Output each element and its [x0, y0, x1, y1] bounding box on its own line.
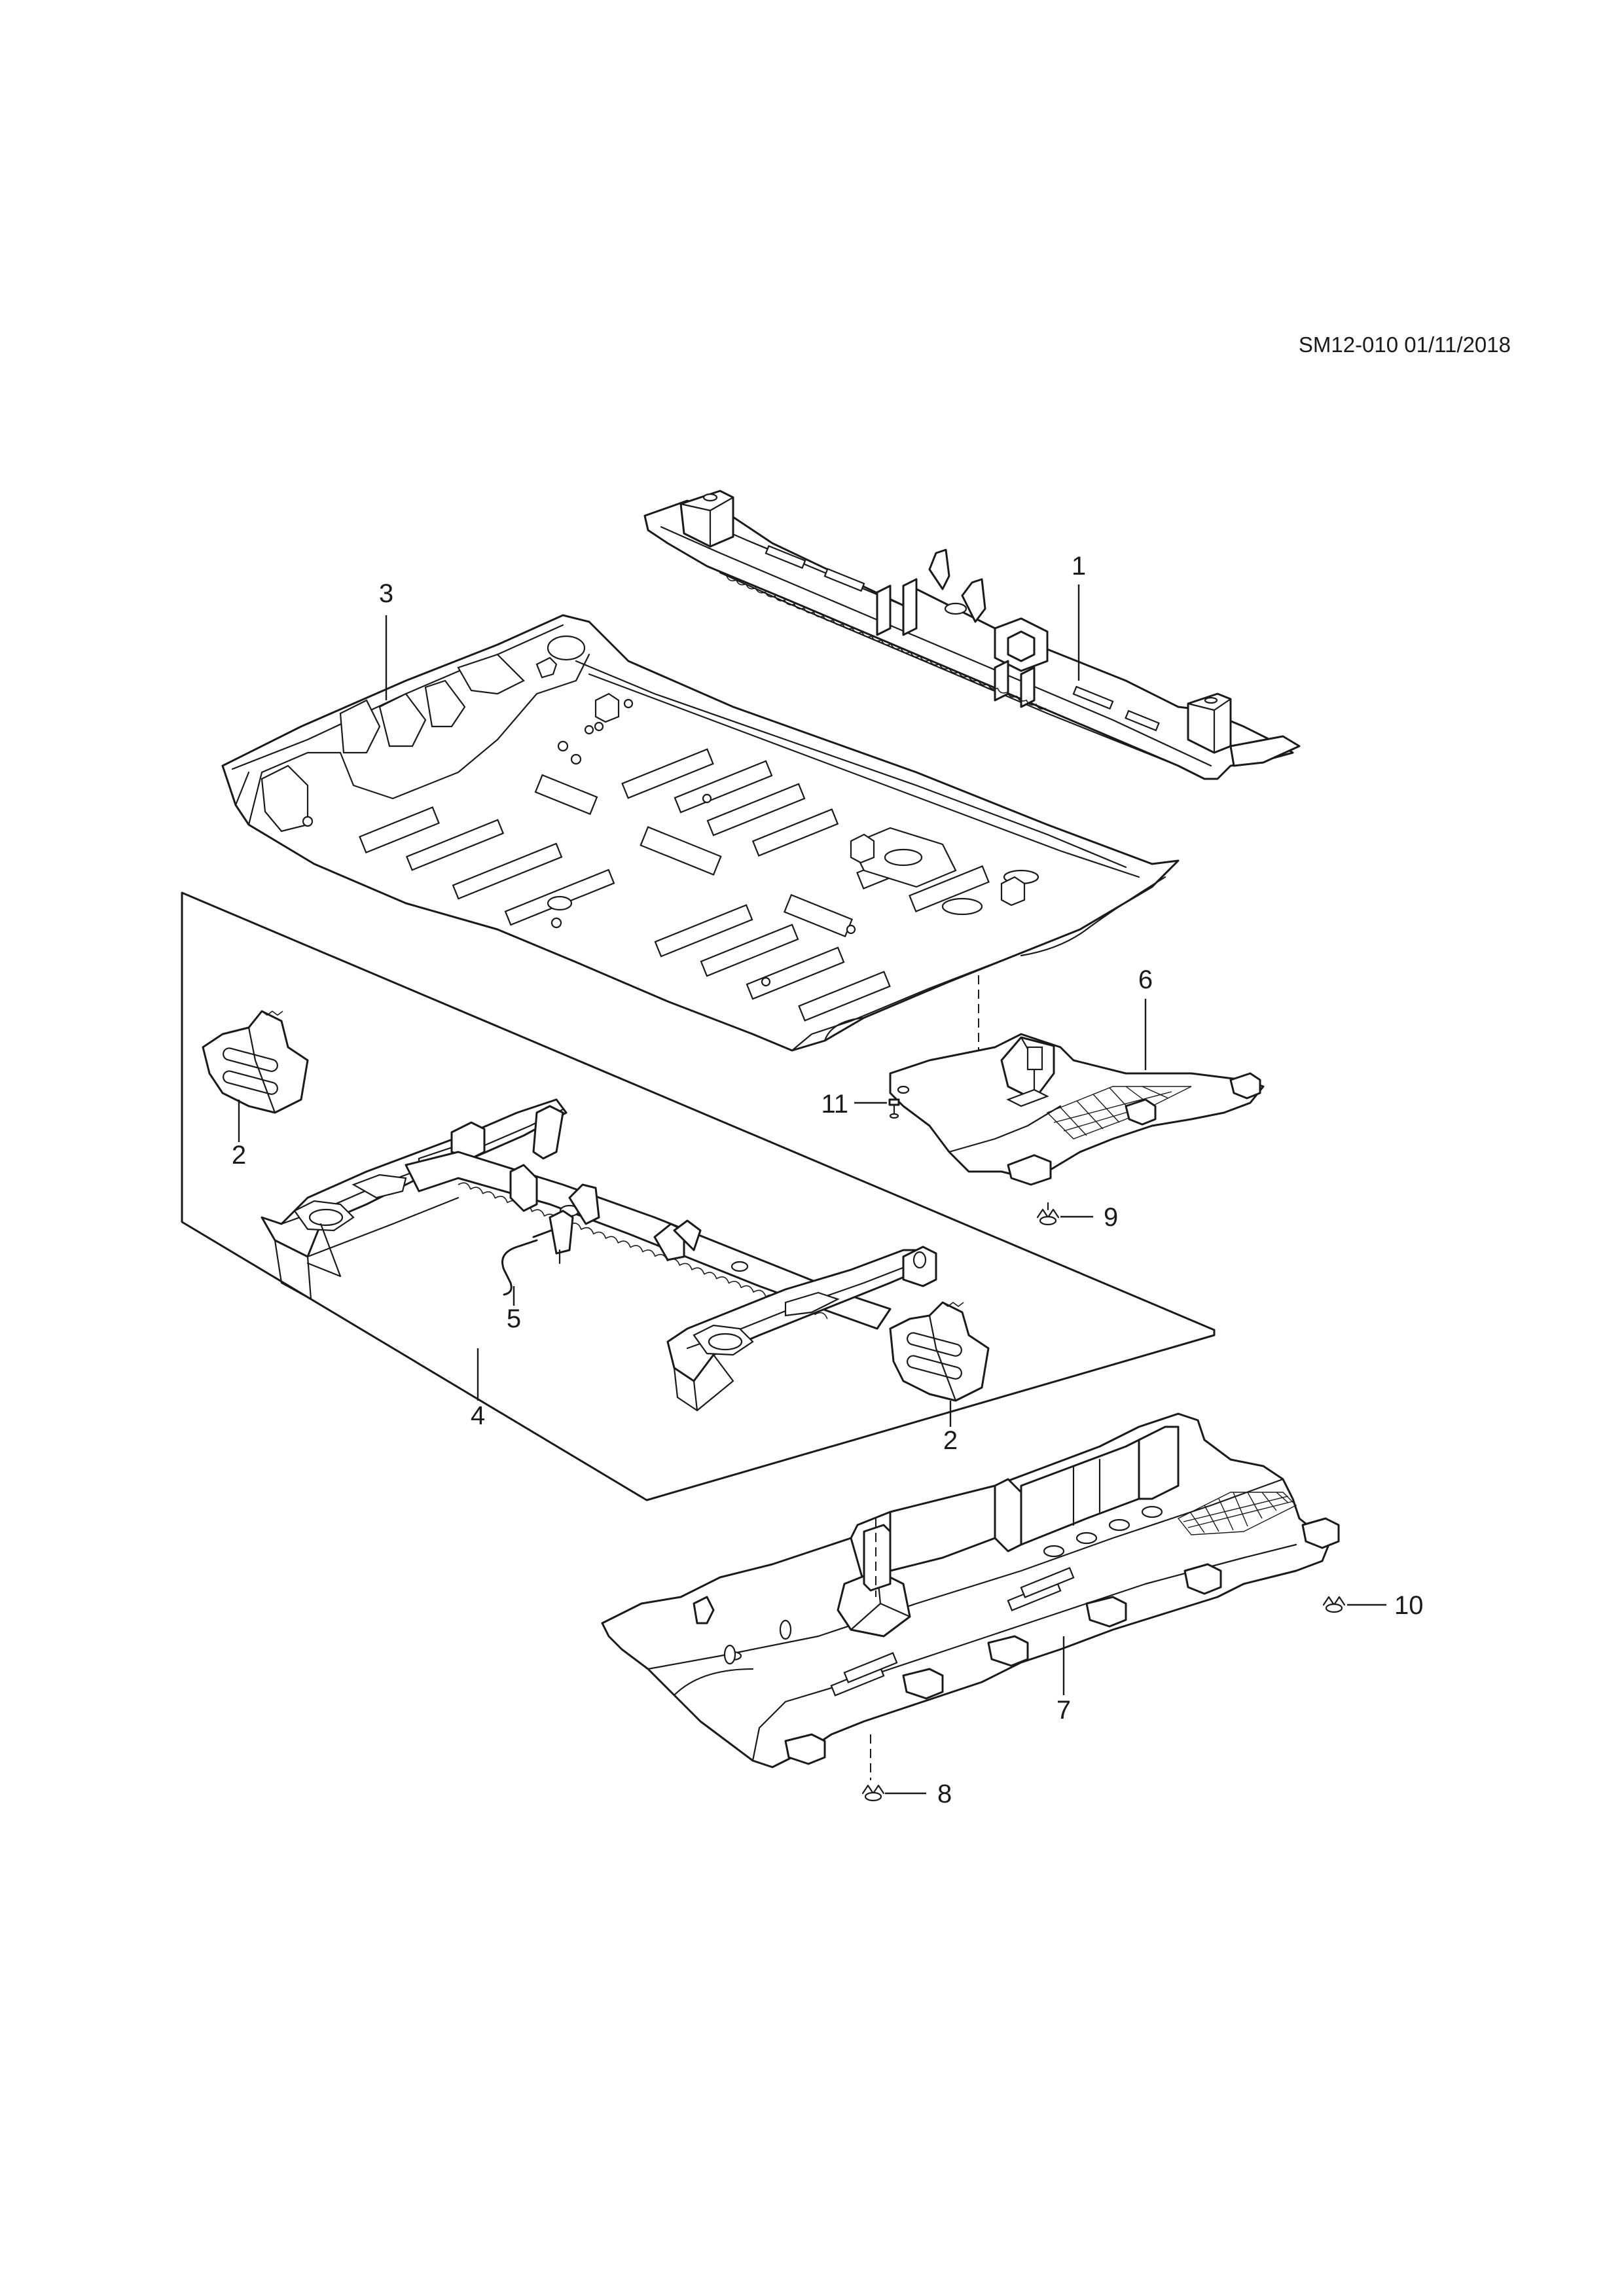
part-6-small-shield-drawing: [889, 1033, 1265, 1186]
callout-11: 11: [821, 1090, 848, 1119]
part-9-clip-icon: [1036, 1202, 1060, 1226]
part-4-assembly-outline: [181, 891, 1216, 1501]
callout-8: 8: [937, 1780, 952, 1808]
callout-7: 7: [1056, 1696, 1071, 1725]
callout-10: 10: [1394, 1591, 1424, 1620]
part-7-large-shield-drawing: [601, 1412, 1340, 1780]
part-4-rail-assembly-drawing: [261, 1098, 937, 1412]
callout-9: 9: [1104, 1203, 1118, 1232]
part-2-bracket-right-drawing: [889, 1301, 990, 1402]
callout-2b: 2: [943, 1426, 958, 1455]
callout-3: 3: [379, 579, 393, 608]
part-11-bolt-icon: [888, 1098, 900, 1119]
callout-1: 1: [1072, 552, 1086, 581]
callout-2a: 2: [232, 1141, 246, 1170]
callout-6: 6: [1138, 965, 1153, 994]
callout-5: 5: [507, 1304, 521, 1333]
drawing-reference: SM12-010 01/11/2018: [1299, 332, 1511, 357]
part-10-clip-icon: [1322, 1596, 1346, 1613]
part-3-floor-panel-drawing: [221, 614, 1180, 1052]
part-5-hook-drawing: [501, 1229, 552, 1296]
part-2-bracket-left-drawing: [202, 1010, 309, 1114]
callout-4: 4: [471, 1401, 485, 1430]
part-8-clip-icon: [861, 1784, 885, 1802]
part-1-crossmember-drawing: [643, 490, 1301, 780]
